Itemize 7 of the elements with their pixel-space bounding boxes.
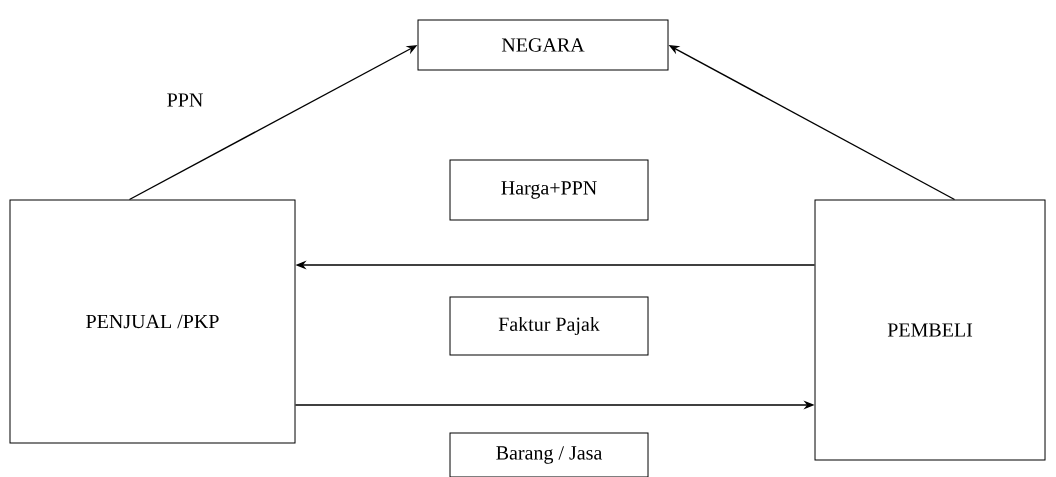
edge-label: PPN	[165, 92, 205, 108]
label-box: Harga+PPN	[449, 159, 649, 221]
label-box: Barang / Jasa	[449, 432, 649, 477]
label-box: Faktur Pajak	[449, 296, 649, 356]
entity-box: NEGARA	[417, 19, 669, 71]
entity-box: PENJUAL /PKP	[9, 199, 296, 444]
entity-box: PEMBELI	[814, 199, 1046, 461]
